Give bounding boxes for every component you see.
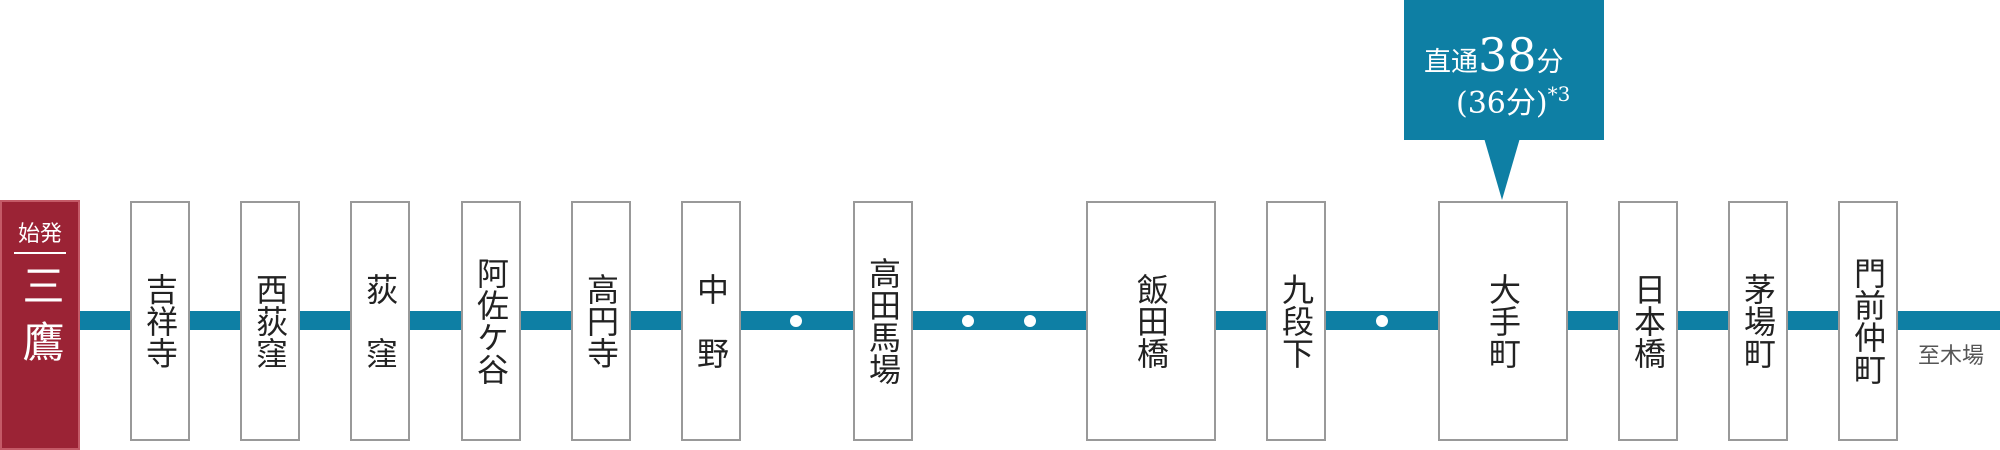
station-nihombashi: 日本橋: [1618, 201, 1678, 441]
intermediate-stop-dot: [1376, 314, 1388, 327]
station-ogikubo: 荻 窪: [350, 201, 410, 441]
station-name: 茅場町: [1739, 273, 1777, 369]
station-name: 日本橋: [1629, 273, 1667, 369]
station-name: 門前仲町: [1849, 257, 1887, 385]
station-koenji: 高円寺: [571, 201, 631, 441]
station-takadanobaba: 高田馬場: [853, 201, 913, 441]
station-name: 高円寺: [582, 273, 620, 369]
origin-divider: [14, 252, 66, 254]
alternate-minutes: (36分): [1456, 86, 1548, 121]
minutes-unit: 分: [1536, 47, 1564, 78]
footnote-marker: *3: [1547, 82, 1571, 106]
direct-minutes: 38: [1478, 28, 1537, 82]
station-kudanshita: 九段下: [1266, 201, 1326, 441]
station-name: 西荻窪: [251, 273, 289, 369]
callout-pointer: [1484, 138, 1520, 200]
direct-time: 直通38分: [1424, 28, 1564, 82]
origin-station-name: 三鷹: [16, 264, 65, 376]
direct-label: 直通: [1424, 47, 1478, 78]
station-name: 高田馬場: [864, 257, 902, 385]
station-name: 吉祥寺: [141, 273, 179, 369]
destination-label: 至木場: [1918, 344, 1985, 369]
station-iidabashi: 飯田橋: [1086, 201, 1216, 441]
station-asagaya: 阿佐ケ谷: [461, 201, 521, 441]
station-nakano: 中 野: [681, 201, 741, 441]
station-name: 阿佐ケ谷: [472, 257, 510, 385]
alternate-time: (36分)*3: [1456, 78, 1570, 122]
station-name: 九段下: [1277, 273, 1315, 369]
station-monzen-nakacho: 門前仲町: [1838, 201, 1898, 441]
station-name: 飯田橋: [1132, 273, 1170, 369]
intermediate-stop-dot: [790, 314, 802, 327]
intermediate-stop-dot: [962, 314, 974, 327]
station-name: 中 野: [692, 273, 730, 369]
origin-badge: 始発: [17, 222, 62, 247]
station-name: 大手町: [1484, 273, 1522, 369]
intermediate-stop-dot: [1024, 314, 1036, 327]
origin-station: 始発 三鷹: [0, 200, 80, 450]
station-kichijoji: 吉祥寺: [130, 201, 190, 441]
station-nishi-ogikubo: 西荻窪: [240, 201, 300, 441]
travel-time-callout: 直通38分 (36分)*3: [1404, 0, 1604, 140]
station-kayabacho: 茅場町: [1728, 201, 1788, 441]
station-otemachi: 大手町: [1438, 201, 1568, 441]
station-name: 荻 窪: [361, 273, 399, 369]
